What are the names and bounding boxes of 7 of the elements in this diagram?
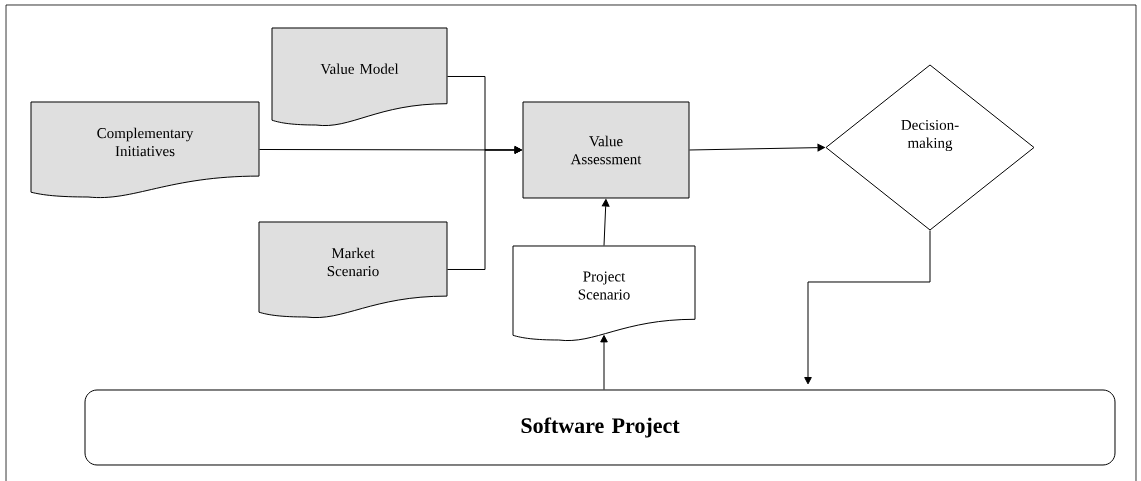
arrow	[447, 146, 522, 270]
arrow	[600, 335, 608, 390]
arrow	[804, 230, 931, 385]
arrow	[601, 199, 610, 246]
process-box: Value Assessment	[522, 101, 690, 199]
rounded-box: Software Project	[84, 389, 1116, 466]
arrow	[689, 143, 825, 152]
